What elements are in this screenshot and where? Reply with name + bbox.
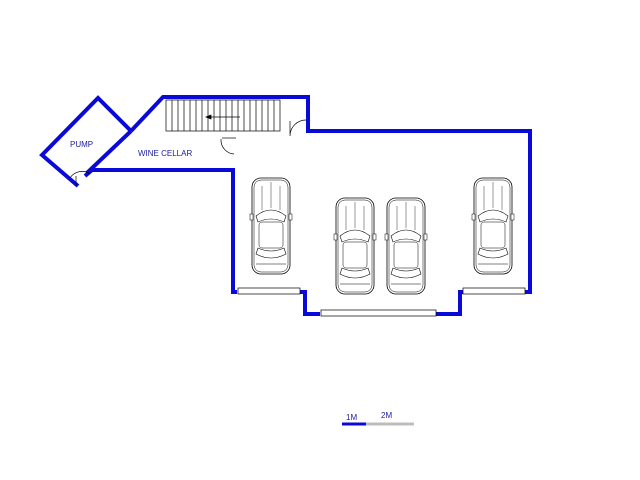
cars-group <box>249 177 515 295</box>
door-swing-stairs <box>289 119 307 137</box>
door-swing-cellar <box>220 137 236 155</box>
staircase <box>165 99 281 132</box>
car-4 <box>471 177 515 275</box>
scale-label-1m: 1M <box>346 413 357 422</box>
scale-label-2m: 2M <box>381 411 392 420</box>
scale-bar: 1M 2M <box>342 411 414 426</box>
room-label-wine-cellar: WINE CELLAR <box>138 149 192 158</box>
car-1 <box>249 177 293 275</box>
room-label-pump: PUMP <box>70 140 93 149</box>
car-2 <box>333 197 377 295</box>
door-swing-pump <box>69 171 91 186</box>
car-3 <box>384 197 428 295</box>
garage-walls <box>39 95 532 316</box>
garage-door-openings <box>237 287 526 317</box>
